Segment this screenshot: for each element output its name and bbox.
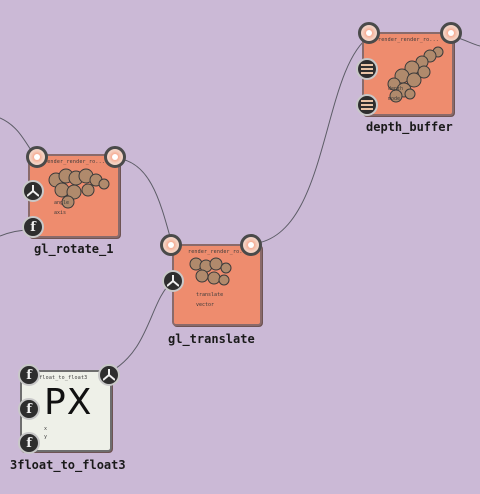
param-label: mode [388, 96, 401, 102]
node-3float-to-float3[interactable]: 3float_to_float3 PX x y f f f 3float_to_… [10, 360, 150, 478]
node-label: gl_rotate_1 [34, 242, 114, 256]
param-label: axis [54, 210, 67, 216]
node-gl-rotate[interactable]: render_render_ro... angle axis f gl_rota… [22, 144, 132, 264]
lines-icon[interactable] [356, 94, 378, 116]
node-label: depth_buffer [366, 120, 453, 134]
input-port[interactable] [26, 146, 48, 168]
node-gl-translate[interactable]: render_render_ro... translate vector gl_… [160, 232, 270, 352]
param-label: x [44, 426, 48, 432]
render-icon[interactable] [162, 270, 184, 292]
node-title: 3float_to_float3 [36, 375, 88, 381]
param-label: vector [196, 302, 215, 308]
node-depth-buffer[interactable]: render_render_ro... depth mode depth_buf… [356, 22, 466, 142]
preview-thumbnail [48, 168, 110, 209]
preview-thumbnail [189, 257, 232, 286]
node-title: render_render_ro... [378, 37, 439, 43]
param-label: angle [54, 200, 70, 206]
node-label: 3float_to_float3 [10, 458, 126, 472]
output-port[interactable] [240, 234, 262, 256]
render-icon[interactable] [22, 180, 44, 202]
float-port-icon[interactable]: f [18, 432, 40, 454]
preview-thumbnail [387, 46, 444, 103]
float-port-icon[interactable]: f [18, 364, 40, 386]
param-label: y [44, 434, 48, 440]
node-body[interactable]: render_render_ro... translate vector [172, 244, 262, 326]
node-label: gl_translate [168, 332, 255, 346]
render-icon[interactable] [98, 364, 120, 386]
param-label: translate [196, 292, 224, 298]
output-port[interactable] [440, 22, 462, 44]
node-symbol: PX [44, 382, 93, 423]
float-port-icon[interactable]: f [22, 216, 44, 238]
lines-icon[interactable] [356, 58, 378, 80]
node-title: render_render_ro... [188, 249, 249, 255]
input-port[interactable] [160, 234, 182, 256]
float-port-icon[interactable]: f [18, 398, 40, 420]
wire-translate-to-depth [249, 35, 371, 245]
input-port[interactable] [358, 22, 380, 44]
node-title: render_render_ro... [44, 159, 105, 165]
param-label: depth [388, 86, 404, 92]
output-port[interactable] [104, 146, 126, 168]
